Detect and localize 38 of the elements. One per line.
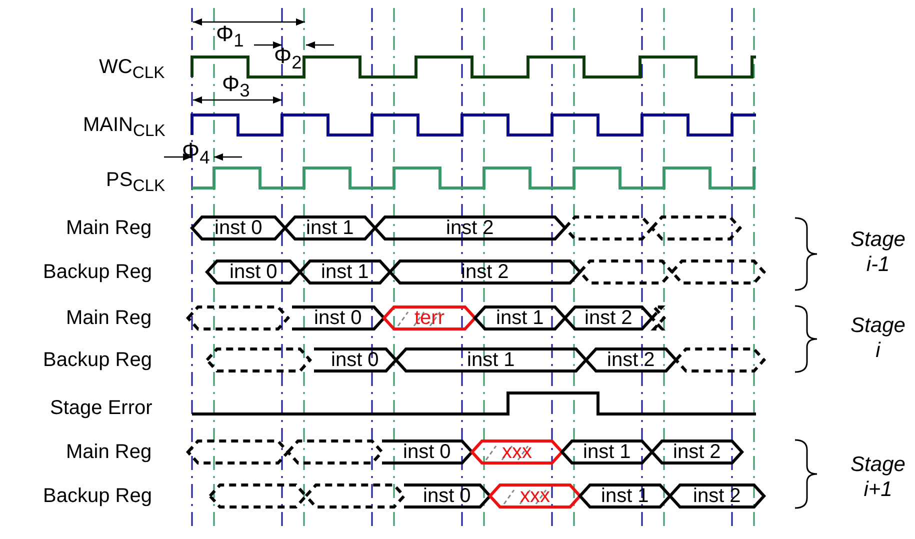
signal-name: Stage Error <box>50 398 152 418</box>
bus-value: inst 2 <box>461 262 509 282</box>
bus-value: inst 2 <box>693 486 741 506</box>
stage-label: Stage i+1 <box>850 452 906 502</box>
bus-value: xxx <box>502 442 532 462</box>
bus-value: inst 2 <box>607 350 655 370</box>
bus-value: inst 0 <box>423 486 471 506</box>
bus-value: inst 1 <box>583 442 631 462</box>
bus-value: inst 0 <box>403 442 451 462</box>
bus-value: inst 0 <box>230 262 278 282</box>
bus-value: inst 1 <box>601 486 649 506</box>
bus-value: inst 2 <box>584 308 632 328</box>
bus-value: inst 2 <box>673 442 721 462</box>
signal-name: Backup Reg <box>43 262 152 282</box>
signal-name: MAIN$_{CLK}$ <box>83 114 166 140</box>
bus-value: inst 0 <box>214 218 262 238</box>
signal-name: Backup Reg <box>43 486 152 506</box>
signal-name: WC$_{CLK}$ <box>99 56 165 82</box>
phase-label: Φ$_{4}$ <box>182 140 210 166</box>
signal-name: Main Reg <box>66 308 152 328</box>
signal-name: PS$_{CLK}$ <box>106 170 166 194</box>
bus-value: inst 1 <box>496 308 544 328</box>
signal-name: Main Reg <box>66 442 152 462</box>
stage-label: Stage i-1 <box>850 227 906 278</box>
signal-name: Main Reg <box>66 218 152 238</box>
bus-value: inst 0 <box>331 350 379 370</box>
bus-value: inst 1 <box>321 262 369 282</box>
bus-value: terr <box>414 308 444 328</box>
signal-name: Backup Reg <box>43 350 152 370</box>
bus-value: xxx <box>520 486 550 506</box>
bus-value: inst 1 <box>467 350 515 370</box>
bus-value: inst 0 <box>314 308 362 328</box>
stage-label: Stage i <box>850 313 906 364</box>
bus-value: inst 1 <box>306 218 354 238</box>
phase-label: Φ$_{2}$ <box>274 44 302 72</box>
phase-label: Φ$_{3}$ <box>222 72 250 100</box>
bus-value: inst 2 <box>446 218 494 238</box>
phase-label: Φ$_{1}$ <box>216 22 244 50</box>
